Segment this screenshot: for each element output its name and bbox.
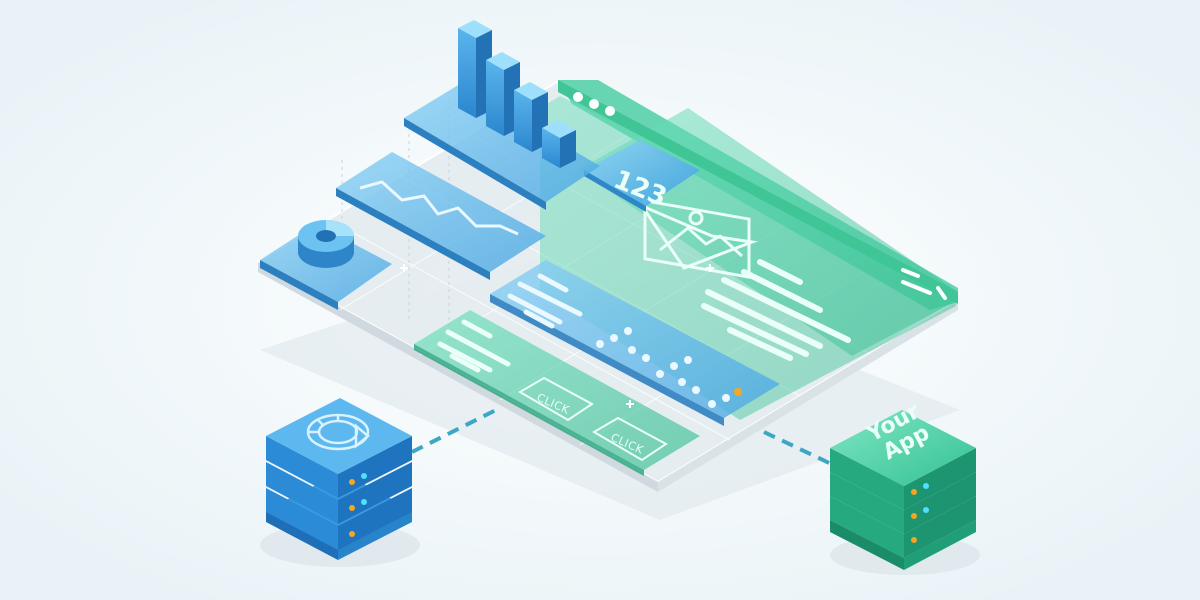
window-controls (901, 268, 947, 300)
donut-chart-icon (260, 220, 392, 310)
base-board-edge-right (658, 300, 958, 492)
window-dots-icon (573, 92, 615, 116)
connector-lines (411, 406, 845, 472)
database-server (266, 398, 412, 560)
base-board-edge (258, 262, 658, 492)
list-panel (490, 260, 780, 426)
content-text-lines (701, 259, 851, 361)
plus-markers (400, 264, 714, 408)
line-chart-icon (336, 152, 546, 280)
bar-chart-icon (404, 20, 600, 210)
buttons-panel (414, 310, 700, 476)
database-logo-icon (306, 413, 370, 451)
image-icon (637, 198, 758, 279)
your-app-server: Your App (830, 399, 976, 570)
